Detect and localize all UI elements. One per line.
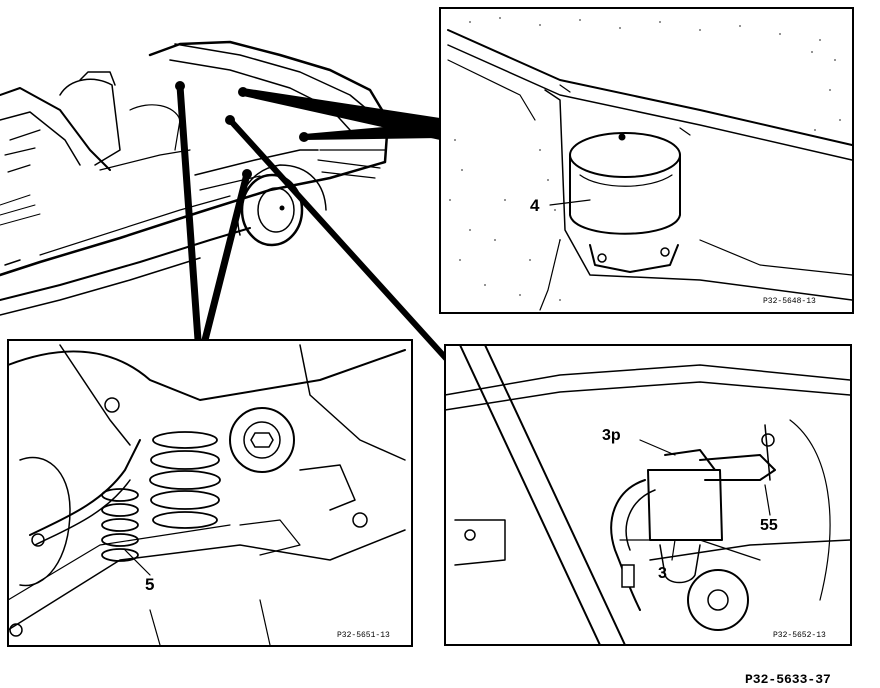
callout-5: 5 <box>145 575 154 594</box>
figure-code-overall: P32-5633-37 <box>745 672 831 687</box>
leader-lines <box>176 82 455 368</box>
callout-55: 55 <box>760 517 778 534</box>
panel-strut: 5 P32-5651-13 <box>7 339 413 647</box>
callout-3p: 3p <box>602 427 621 444</box>
figure-code-top-right: P32-5648-13 <box>763 297 816 306</box>
panel-accumulator: 4 P32-5648-13 <box>439 7 854 314</box>
panel-valve: 3p 3 55 P32-5652-13 <box>444 344 852 646</box>
callout-3: 3 <box>658 565 667 582</box>
figure-code-bottom-left: P32-5651-13 <box>337 631 390 640</box>
callout-4: 4 <box>530 196 540 215</box>
figure-code-bottom-right: P32-5652-13 <box>773 631 826 640</box>
